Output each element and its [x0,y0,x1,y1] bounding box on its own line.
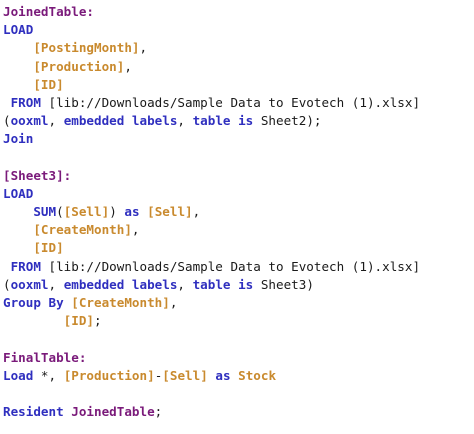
code-token-plain: , [169,295,178,310]
code-token-plain: *, [33,367,64,383]
code-line[interactable]: [Sheet3]: [3,167,474,185]
code-token-plain: , [48,113,64,129]
code-token-plain: Sheet2); [253,113,322,129]
code-token-label: JoinedTable [71,404,155,420]
code-token-plain [3,222,33,237]
code-token-field: [PostingMonth] [33,40,140,56]
code-token-plain: , [192,204,201,220]
code-token-keyword: SUM [33,204,57,220]
code-token-keyword: embedded labels [63,276,178,292]
code-line[interactable]: ​ [3,149,474,167]
code-line[interactable]: [CreateMonth], [3,221,474,239]
code-line[interactable]: (ooxml, embedded labels, table is Sheet2… [3,112,474,130]
code-token-label: [Sheet3]: [3,167,72,183]
code-token-label: JoinedTable: [3,4,94,19]
code-token-plain: ) [109,204,125,220]
code-line[interactable]: [ID] [3,76,474,94]
code-line[interactable]: (ooxml, embedded labels, table is Sheet3… [3,276,474,294]
code-token-keyword: embedded labels [63,113,178,129]
code-token-field: [Sell] [162,367,208,383]
code-token-field: [ID] [33,76,64,92]
code-token-keyword: FROM [3,94,41,110]
code-token-plain: [lib://Downloads/Sample Data to Evotech … [40,258,421,274]
code-token-field: [Production] [63,367,155,383]
code-token-plain: , [131,222,140,238]
code-token-plain [3,240,33,255]
code-line[interactable]: [ID]; [3,312,474,330]
code-token-field: [Production] [33,58,125,74]
code-line[interactable]: Load *, [Production]-[Sell] as Stock [3,367,474,385]
code-token-keyword: as [215,367,231,383]
code-token-plain [3,313,64,328]
code-token-plain: ( [3,276,11,292]
code-token-keyword: Join [3,131,34,147]
code-token-keyword: as [124,204,140,220]
code-line[interactable]: LOAD [3,185,474,203]
code-token-plain: , [177,276,193,292]
code-token-plain: Sheet3) [253,276,314,292]
code-line[interactable]: JoinedTable: [3,3,474,21]
code-line[interactable]: SUM([Sell]) as [Sell], [3,203,474,221]
code-token-field: [Sell] [63,204,110,220]
code-token-field: [ID] [63,313,95,329]
code-token-plain [3,40,33,55]
code-line[interactable]: Resident JoinedTable; [3,403,474,421]
code-line[interactable]: LOAD [3,21,474,39]
code-token-keyword: ooxml [10,276,49,292]
code-token-plain: , [48,276,64,292]
code-token-plain: ; [94,313,102,329]
code-token-plain: ( [3,113,11,129]
code-token-keyword: table is [192,276,254,292]
code-token-field: [ID] [33,240,64,256]
code-token-field: [Sell] [147,204,193,220]
code-token-keyword: ooxml [10,113,49,129]
code-token-label: FinalTable: [3,349,87,365]
code-line[interactable]: [ID] [3,239,474,257]
code-token-plain: , [124,58,132,74]
code-token-keyword: Group By [3,295,64,310]
code-line[interactable]: FinalTable: [3,349,474,367]
code-token-field: [CreateMonth] [71,295,170,310]
code-token-plain: , [139,40,148,56]
code-token-keyword: Load [3,367,34,383]
code-line[interactable]: Join [3,130,474,148]
code-token-keyword: table is [192,113,254,129]
code-line[interactable]: [Production], [3,58,474,76]
code-token-plain: ; [154,404,163,420]
code-token-plain [140,204,148,219]
code-line[interactable]: ​ [3,385,474,403]
code-token-plain [3,59,33,74]
code-line[interactable]: [PostingMonth], [3,39,474,57]
code-line[interactable]: Group By [CreateMonth], [3,294,474,312]
code-token-plain: [lib://Downloads/Sample Data to Evotech … [40,94,421,110]
code-token-plain: , [177,113,193,129]
code-token-field: Stock [238,367,277,383]
code-token-plain [3,77,33,92]
code-line[interactable]: FROM [lib://Downloads/Sample Data to Evo… [3,94,474,112]
code-token-field: [CreateMonth] [33,222,132,238]
code-line[interactable]: FROM [lib://Downloads/Sample Data to Evo… [3,258,474,276]
code-token-plain: - [154,367,163,383]
code-token-keyword: FROM [3,258,41,274]
code-token-keyword: LOAD [3,22,34,38]
code-token-plain: ( [56,204,64,220]
code-token-plain [3,204,33,219]
code-token-keyword: LOAD [3,185,34,201]
code-line[interactable]: ​ [3,330,474,348]
code-token-plain [231,368,239,383]
code-token-keyword: Resident [3,404,64,420]
